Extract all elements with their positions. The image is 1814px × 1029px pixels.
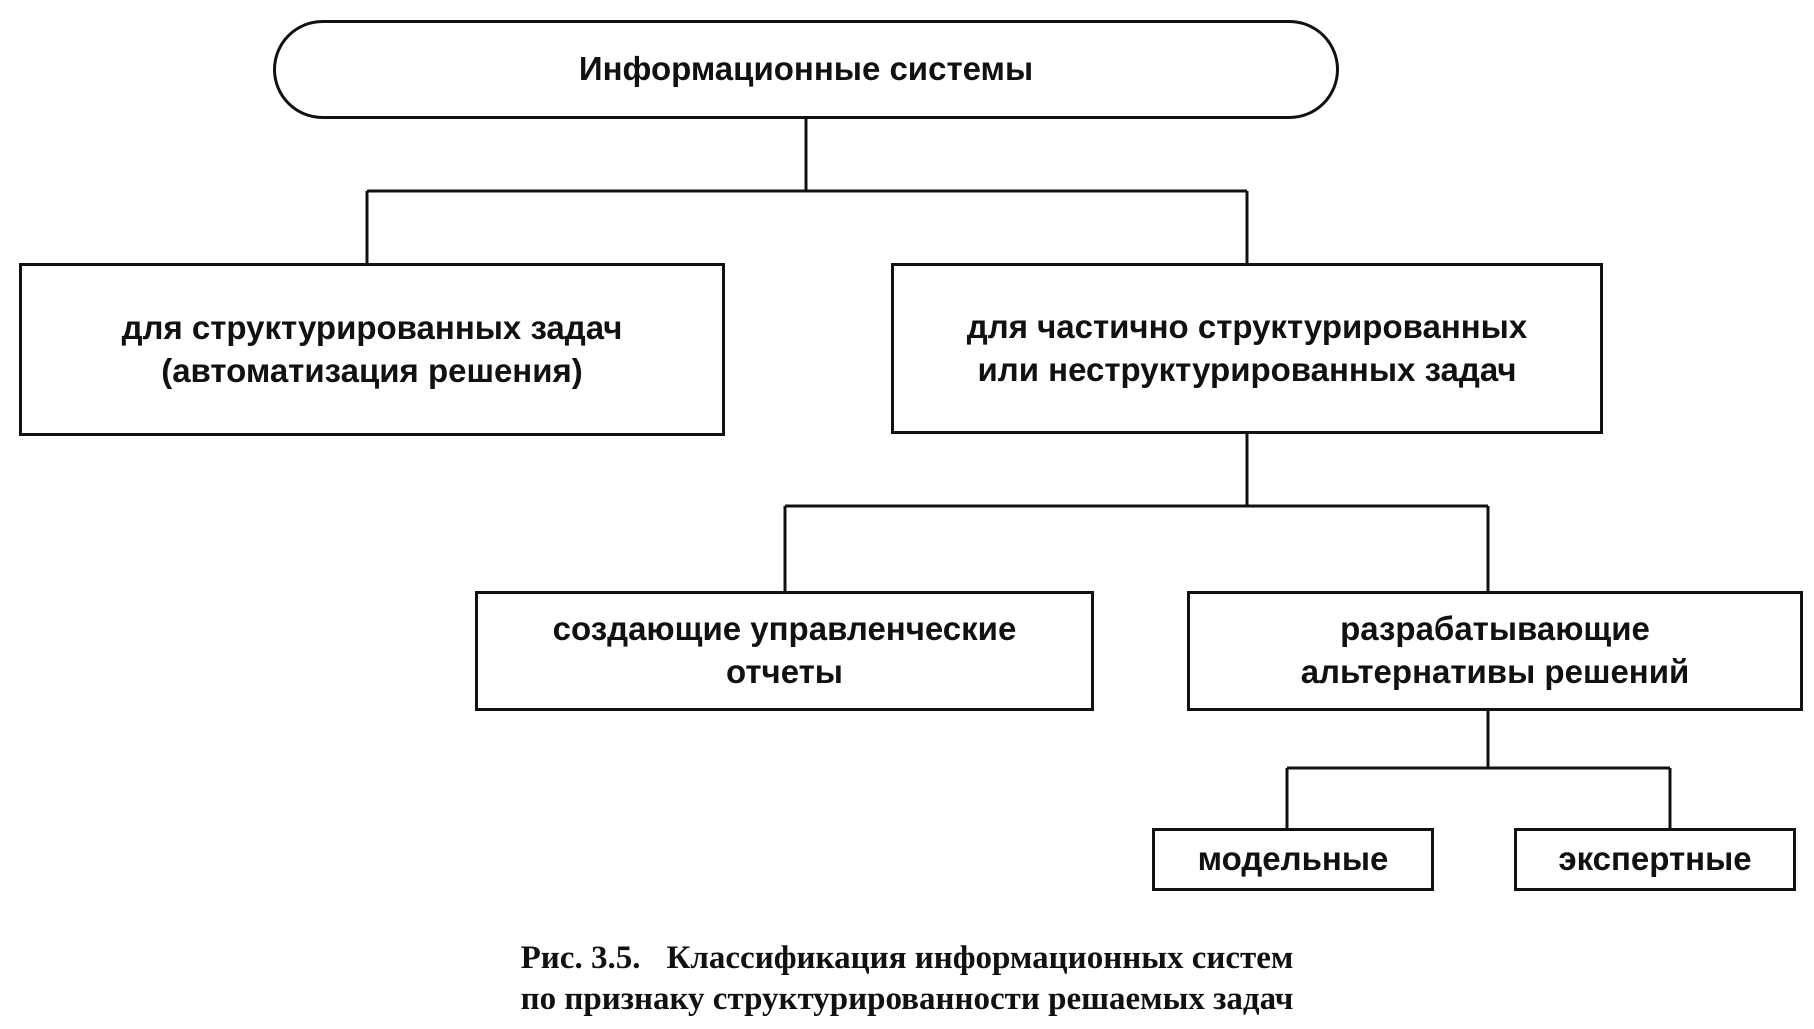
node-structured-tasks: для структурированных задач (автоматизац… <box>19 263 725 436</box>
node-semi-structured-tasks-line2: или неструктурированных задач <box>977 350 1517 388</box>
node-management-reports-line1: создающие управленческие <box>552 610 1017 648</box>
node-expert-label: экспертные <box>1558 840 1752 878</box>
node-decision-alternatives-line1: разрабатывающие <box>1340 610 1650 648</box>
node-structured-tasks-line2: (автоматизация решения) <box>161 351 583 389</box>
node-model-based-label: модельные <box>1197 840 1389 878</box>
node-expert: экспертные <box>1514 828 1796 891</box>
figure-caption: Рис. 3.5. Классификация информационных си… <box>0 938 1814 1021</box>
caption-figure-number: Рис. 3.5. <box>520 940 641 976</box>
node-information-systems-label: Информационные системы <box>578 50 1034 88</box>
node-management-reports: создающие управленческие отчеты <box>475 591 1094 711</box>
node-decision-alternatives-line2: альтернативы решений <box>1300 653 1690 690</box>
node-semi-structured-tasks: для частично структурированных или нестр… <box>891 263 1603 434</box>
node-management-reports-line2: отчеты <box>726 653 843 690</box>
caption-title: Классификация информационных систем <box>666 940 1294 976</box>
caption-line2: по признаку структурированности решаемых… <box>520 981 1294 1018</box>
node-structured-tasks-line1: для структурированных задач <box>121 308 623 346</box>
node-decision-alternatives: разрабатывающие альтернативы решений <box>1187 591 1803 711</box>
node-information-systems: Информационные системы <box>273 20 1339 119</box>
caption-line1: Рис. 3.5. Классификация информационных си… <box>0 938 1814 979</box>
node-semi-structured-tasks-line1: для частично структурированных <box>966 307 1528 345</box>
node-model-based: модельные <box>1152 828 1434 891</box>
